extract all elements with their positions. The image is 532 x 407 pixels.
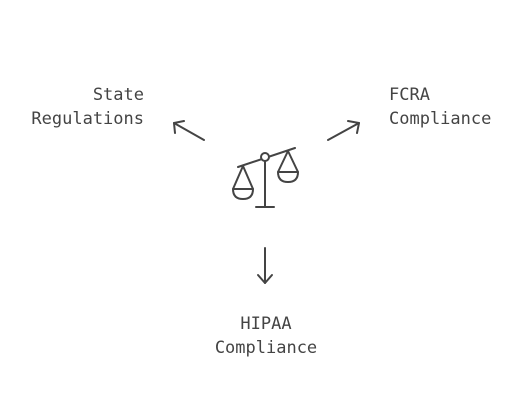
- node-fcra-compliance-line1: FCRA: [389, 85, 430, 105]
- balance-scale-icon: [232, 147, 299, 208]
- arrow-to-state-regulations: [173, 120, 205, 141]
- node-fcra-compliance: FCRA Compliance: [389, 83, 491, 131]
- node-hipaa-compliance-line2: Compliance: [214, 338, 318, 358]
- node-state-regulations: State Regulations: [31, 83, 144, 131]
- arrow-to-hipaa-compliance: [257, 247, 273, 284]
- node-fcra-compliance-line2: Compliance: [389, 109, 492, 129]
- node-hipaa-compliance: HIPAA Compliance: [212, 312, 320, 360]
- node-state-regulations-line2: Regulations: [31, 109, 144, 129]
- arrow-to-fcra-compliance: [327, 120, 360, 141]
- node-state-regulations-line1: State: [92, 85, 144, 105]
- node-hipaa-compliance-line1: HIPAA: [240, 314, 292, 334]
